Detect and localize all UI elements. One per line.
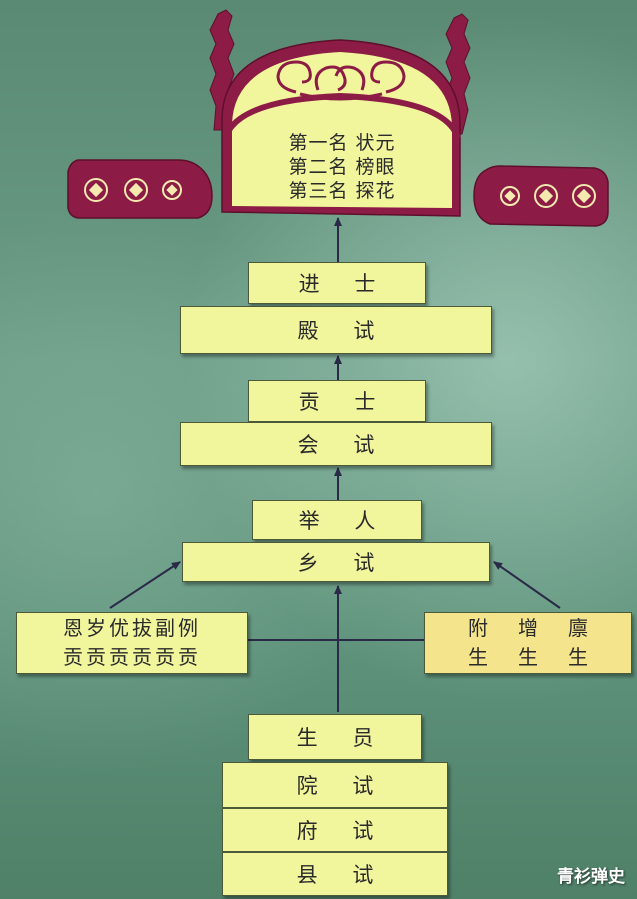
hat-body <box>221 39 461 217</box>
cloud-ornament-icon <box>276 60 406 101</box>
juren-box: 举 人 <box>252 500 422 540</box>
top-rank-box: 第一名 状元 第二名 榜眼 第三名 探花 <box>234 128 450 206</box>
watermark-text: 青衫弹史 <box>557 867 625 887</box>
top-rank-line-1: 第一名 状元 <box>288 132 396 154</box>
gongsheng-line-2: 贡贡贡贡贡贡 <box>63 645 201 669</box>
fuzeng-box: 附增廪 生生生 <box>424 612 632 674</box>
gongsheng-box: 恩岁优拔副例 贡贡贡贡贡贡 <box>16 612 248 674</box>
top-rank-line-3: 第三名 探花 <box>288 180 396 202</box>
shengyuan-box: 生 员 <box>248 714 422 760</box>
yuanshi-box: 院 试 <box>222 762 448 808</box>
xianshi-box: 县 试 <box>222 852 448 896</box>
hat-wing-right <box>473 165 609 227</box>
dianshi-box: 殿 试 <box>180 306 492 354</box>
hat-wing-left <box>67 159 213 219</box>
jinshi-box: 进 士 <box>248 262 426 304</box>
gongsheng-line-1: 恩岁优拔副例 <box>63 616 201 640</box>
fuzeng-line-2: 生生生 <box>468 645 618 669</box>
xiangshi-box: 乡 试 <box>182 542 490 582</box>
huishi-box: 会 试 <box>180 422 492 466</box>
fuzeng-line-1: 附增廪 <box>468 616 618 640</box>
fushi-box: 府 试 <box>222 808 448 852</box>
gongshi-box: 贡 士 <box>248 380 426 422</box>
right-diagonal-arrow <box>493 561 561 609</box>
left-diagonal-arrow <box>109 561 181 609</box>
top-rank-line-2: 第二名 榜眼 <box>288 156 396 178</box>
